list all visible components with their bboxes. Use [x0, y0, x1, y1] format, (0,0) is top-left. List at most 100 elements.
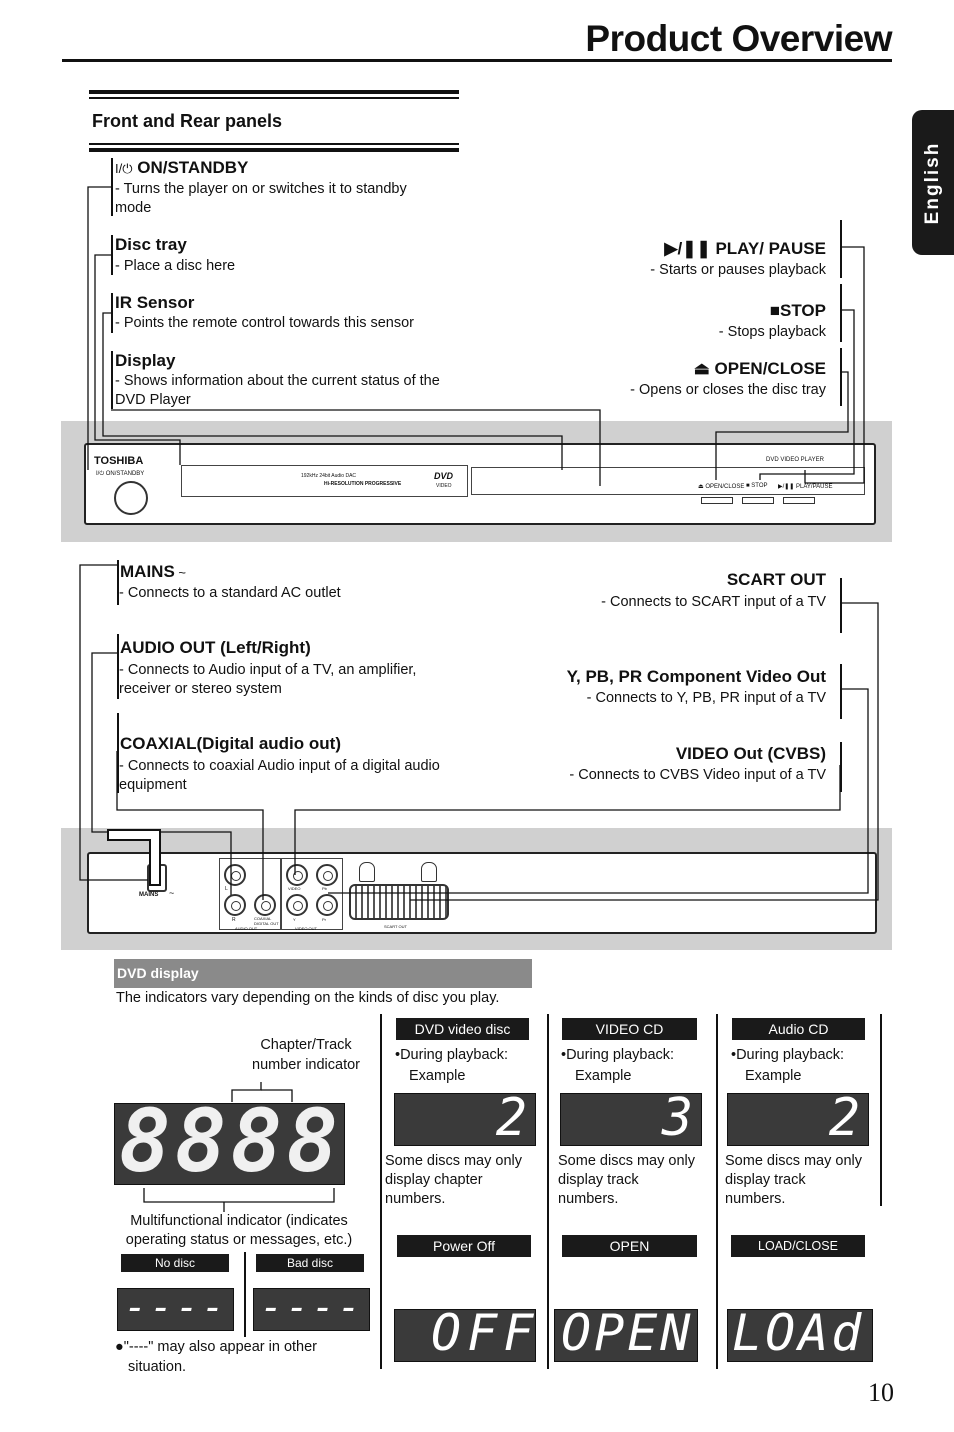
y-text: Y — [293, 917, 296, 922]
label-line: operating status or messages, etc.) — [125, 1232, 353, 1248]
hires-text: Hi-RESOLUTION PROGRESSIVE — [324, 481, 402, 487]
desc-line: receiver or stereo system — [119, 681, 282, 697]
play-pause-desc: - Starts or pauses playback — [650, 262, 826, 278]
audio-out-text: AUDIO OUT — [235, 926, 258, 931]
play-pause-icon: ▶/❚❚ — [664, 239, 711, 258]
multifunction-indicator-label: Multifunctional indicator (indicates oper… — [114, 1212, 364, 1250]
y-jack[interactable] — [286, 894, 308, 916]
indicator-brackets — [143, 1082, 335, 1212]
stop-desc: - Stops playback — [718, 324, 826, 340]
label-line: Multifunctional indicator (indicates — [130, 1213, 348, 1229]
mains-symbol: ~ — [174, 565, 186, 580]
audio-jack-block — [219, 858, 281, 930]
section-rule-top — [89, 90, 459, 94]
component-video-label: Y, PB, PR Component Video Out — [566, 667, 826, 686]
section-rule-bottom — [89, 148, 459, 152]
audio-out-label: AUDIO OUT (Left/Right) — [120, 638, 311, 657]
bad-disc-lcd: ---- — [253, 1288, 370, 1331]
open-close-title: OPEN/CLOSE — [714, 359, 826, 378]
desc-line: DVD Player — [115, 392, 191, 408]
note-line: Some discs may only — [558, 1153, 695, 1169]
desc-line: mode — [115, 200, 152, 216]
callout-bar — [840, 664, 842, 719]
load-lcd: LOAd — [727, 1309, 873, 1362]
pr-text: Pr — [322, 917, 326, 922]
on-standby-desc: - Turns the player on or switches it to … — [115, 180, 455, 218]
front-panel-illustration: TOSHIBA I/⏻ ON/STANDBY 192kHz 24bit Audi… — [84, 443, 876, 525]
digital-out-text: DIGITAL OUT — [254, 921, 279, 926]
model-text: DVD VIDEO PLAYER — [766, 457, 824, 463]
mains-text: MAINS — [139, 892, 159, 898]
scart-out-text: SCART OUT — [384, 924, 407, 929]
open-close-button[interactable] — [701, 497, 733, 504]
audio-out-desc: - Connects to Audio input of a TV, an am… — [119, 661, 489, 699]
callout-bar — [111, 293, 113, 333]
callout-bar — [840, 742, 842, 792]
on-standby-title: ON/STANDBY — [137, 158, 249, 177]
stop-icon: ■ — [769, 301, 781, 320]
vcd-playback-label: •During playback:Example — [561, 1045, 674, 1087]
audio-r-jack[interactable] — [224, 894, 246, 916]
section-rule-top-thin — [89, 97, 459, 99]
audio-r-text: R — [232, 917, 236, 923]
column-divider — [716, 1014, 718, 1369]
dvd-display-section-bar: DVD display — [114, 959, 532, 988]
standby-text: I/⏻ ON/STANDBY — [96, 471, 145, 477]
brand-logo: TOSHIBA — [94, 455, 144, 467]
acd-playback-label: •During playback:Example — [731, 1045, 844, 1087]
callout-bar — [840, 284, 842, 342]
coaxial-text: COAXIAL — [254, 916, 272, 921]
front-leader-lines — [87, 186, 865, 486]
pr-jack[interactable] — [316, 894, 338, 916]
scart-out-label: SCART OUT — [726, 570, 826, 589]
coaxial-label: COAXIAL(Digital audio out) — [120, 734, 341, 753]
disc-tray-desc: - Place a disc here — [115, 258, 236, 274]
load-lcd-text: LOAd — [732, 1309, 865, 1362]
label-line: •During playback: — [561, 1047, 675, 1063]
note-line: situation. — [128, 1359, 187, 1375]
callout-bar — [117, 713, 119, 793]
dvd-logo: DVD — [434, 471, 454, 481]
callout-bar — [111, 158, 113, 216]
power-button[interactable] — [114, 481, 148, 515]
label-line: •During playback: — [395, 1047, 509, 1063]
power-off-lcd: OFF — [394, 1309, 536, 1362]
label-line: Example — [409, 1068, 466, 1084]
page-number: 10 — [868, 1378, 894, 1407]
callout-bar — [840, 578, 842, 633]
dvd-logo-sub: VIDEO — [436, 483, 452, 489]
dash-note: ●"----" may also appear in other situatio… — [115, 1337, 317, 1377]
open-lcd: OPEN — [554, 1309, 698, 1362]
play-button-label: ▶/❚❚ PLAY/PAUSE — [778, 484, 833, 490]
play-pause-label: ▶/❚❚ PLAY/ PAUSE — [664, 239, 826, 259]
coaxial-jack[interactable] — [254, 894, 276, 916]
play-pause-button[interactable] — [783, 497, 815, 504]
desc-line: - Turns the player on or switches it to … — [115, 181, 407, 197]
note-line: ●"----" may also appear in other — [115, 1339, 317, 1355]
label-line: •During playback: — [731, 1047, 845, 1063]
scart-connector[interactable] — [349, 884, 449, 920]
note-line: numbers. — [385, 1191, 446, 1207]
pb-jack[interactable] — [316, 864, 338, 886]
video-cd-tag: VIDEO CD — [562, 1018, 697, 1040]
desc-line: - Connects to coaxial Audio input of a d… — [119, 758, 440, 774]
play-pause-title: PLAY/ PAUSE — [715, 239, 826, 258]
power-off-tag: Power Off — [397, 1235, 531, 1257]
callout-bar — [111, 351, 113, 409]
dvd-example-digit: 2 — [495, 1093, 527, 1146]
dvd-example-lcd: 2 — [394, 1093, 536, 1146]
main-lcd-display: 8888 — [114, 1103, 345, 1185]
audio-l-text: L — [225, 886, 228, 892]
ir-sensor-label: IR Sensor — [115, 293, 195, 312]
desc-line: equipment — [119, 777, 187, 793]
ir-sensor-desc: - Points the remote control towards this… — [115, 315, 414, 331]
dvd-display-intro: The indicators vary depending on the kin… — [116, 990, 500, 1006]
coaxial-desc: - Connects to coaxial Audio input of a d… — [119, 757, 489, 795]
mains-desc: - Connects to a standard AC outlet — [119, 585, 341, 601]
acd-example-digit: 2 — [828, 1093, 860, 1146]
stop-button[interactable] — [742, 497, 774, 504]
video-cvbs-jack[interactable] — [286, 864, 308, 886]
